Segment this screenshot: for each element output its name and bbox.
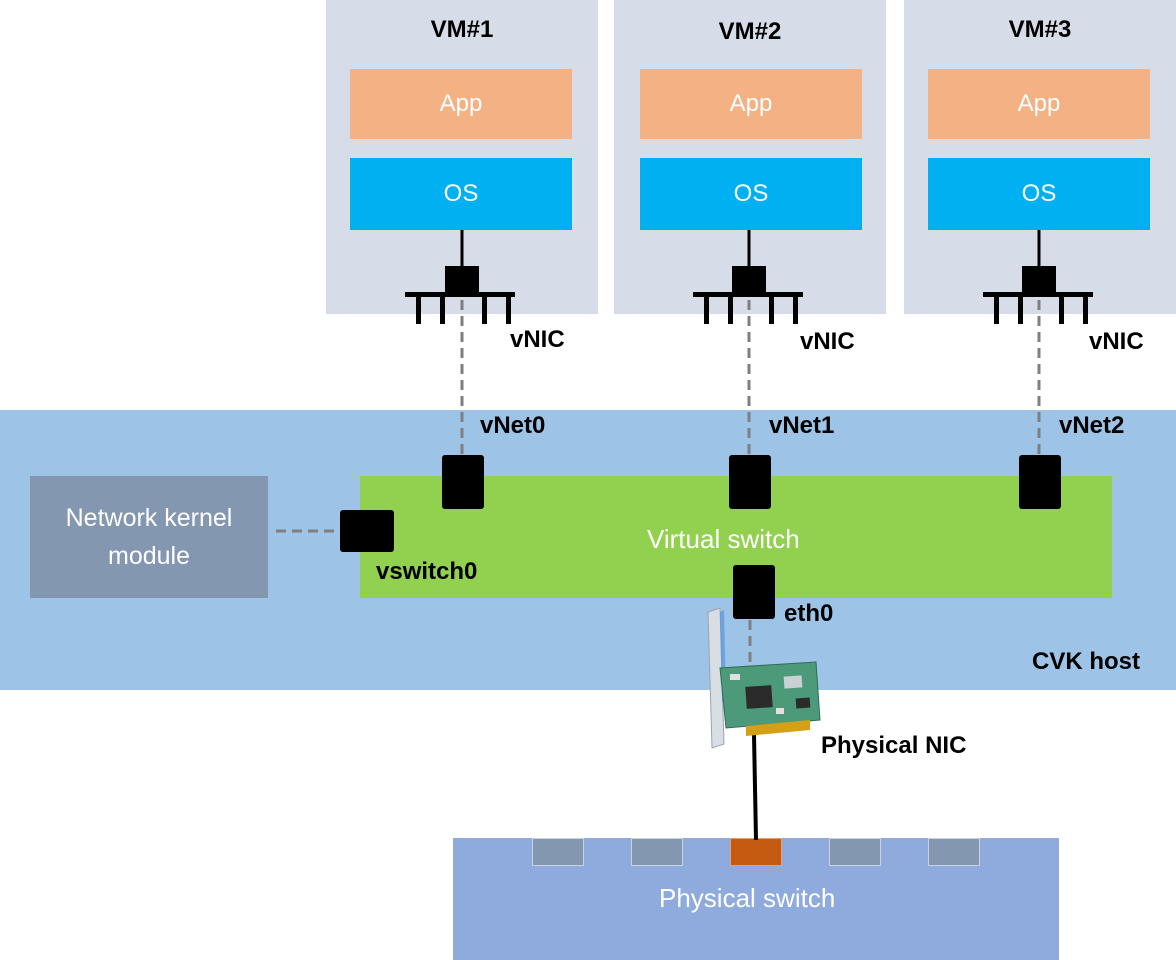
vnet2-label: vNet2	[1059, 412, 1125, 439]
app-layer: App	[928, 69, 1150, 139]
vm-2: VM#2 App OS	[614, 0, 886, 314]
vnet2-port	[1019, 455, 1061, 509]
switch-port	[829, 838, 881, 866]
vnet1-label: vNet1	[769, 412, 835, 439]
os-layer: OS	[350, 158, 572, 230]
vnic-label: vNIC	[800, 328, 855, 355]
eth0-port	[733, 565, 775, 619]
vnic-label: vNIC	[1089, 328, 1144, 355]
os-layer: OS	[640, 158, 862, 230]
cvk-host-label: CVK host	[1032, 648, 1140, 675]
app-layer: App	[640, 69, 862, 139]
os-layer: OS	[928, 158, 1150, 230]
physical-nic-icon	[707, 607, 821, 749]
switch-port	[928, 838, 980, 866]
eth0-label: eth0	[784, 600, 834, 627]
network-kernel-module: Network kernel module	[30, 476, 268, 598]
switch-port	[532, 838, 584, 866]
physical-switch-label: Physical switch	[659, 883, 836, 913]
network-cable	[752, 734, 758, 841]
vswitch0-label: vswitch0	[376, 558, 478, 585]
vnet1-port	[729, 455, 771, 509]
vnic-label: vNIC	[510, 326, 565, 353]
app-layer: App	[350, 69, 572, 139]
vnic-icon	[405, 230, 515, 324]
physical-nic-label: Physical NIC	[821, 732, 967, 759]
vm-title: VM#2	[718, 18, 782, 45]
vnet0-label: vNet0	[480, 412, 546, 439]
vm-title: VM#1	[430, 16, 494, 43]
vm-title: VM#3	[1008, 16, 1072, 43]
vnic-icon	[693, 230, 803, 324]
virtual-switch-label: Virtual switch	[647, 524, 800, 554]
vnet0-port	[442, 455, 484, 509]
vm-1: VM#1 App OS	[326, 0, 598, 314]
switch-port	[631, 838, 683, 866]
vnic-icon	[983, 230, 1093, 324]
vswitch0-port	[340, 510, 394, 552]
